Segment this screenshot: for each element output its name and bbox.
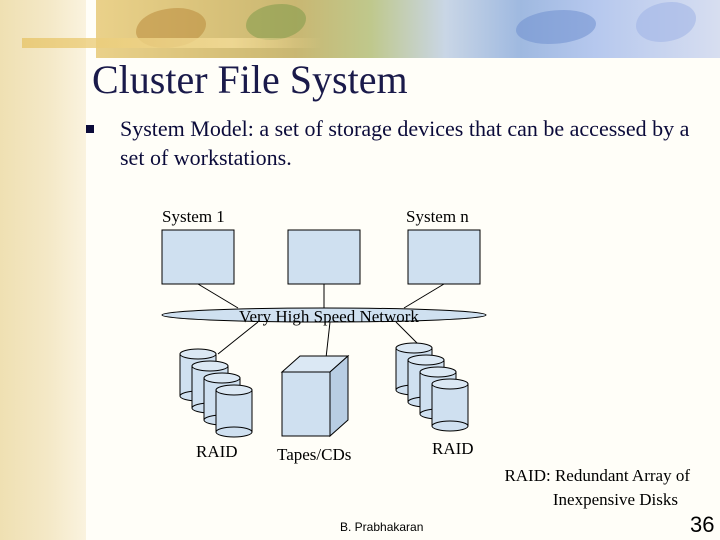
connection-line [197, 283, 239, 309]
workstation-box [287, 229, 361, 285]
network-ellipse [161, 307, 487, 323]
tape-cabinet-icon [280, 354, 350, 438]
page-number: 36 [690, 512, 715, 537]
connection-line [217, 321, 259, 355]
connection-line [403, 283, 445, 309]
raid-right-disks [395, 342, 469, 432]
raid-left-label: RAID [196, 442, 238, 461]
raid-note-line-2: Inexpensive Disks [553, 490, 678, 509]
slide-title: Cluster File System [92, 57, 408, 102]
tapes-cds-label: Tapes/CDs [277, 445, 351, 464]
connection-line [395, 321, 421, 347]
bullet-text: System Model: a set of storage devices t… [120, 116, 690, 170]
bullet-marker [86, 125, 94, 133]
system-1-label: System 1 [162, 207, 225, 226]
top-decorative-banner [96, 0, 720, 58]
disk-cylinder-icon [215, 384, 253, 438]
system-n-label: System n [406, 207, 469, 226]
left-decorative-band [0, 0, 86, 540]
footer-author: B. Prabhakaran [340, 520, 424, 534]
workstation-box [407, 229, 481, 285]
network-label: Very High Speed Network [239, 307, 419, 326]
raid-left-disks [179, 348, 253, 438]
raid-right-label: RAID [432, 439, 474, 458]
title-accent-stroke [22, 38, 322, 48]
raid-note-line-1: RAID: Redundant Array of [504, 466, 690, 485]
workstation-box [161, 229, 235, 285]
connection-line [325, 321, 331, 359]
disk-cylinder-icon [431, 378, 469, 432]
